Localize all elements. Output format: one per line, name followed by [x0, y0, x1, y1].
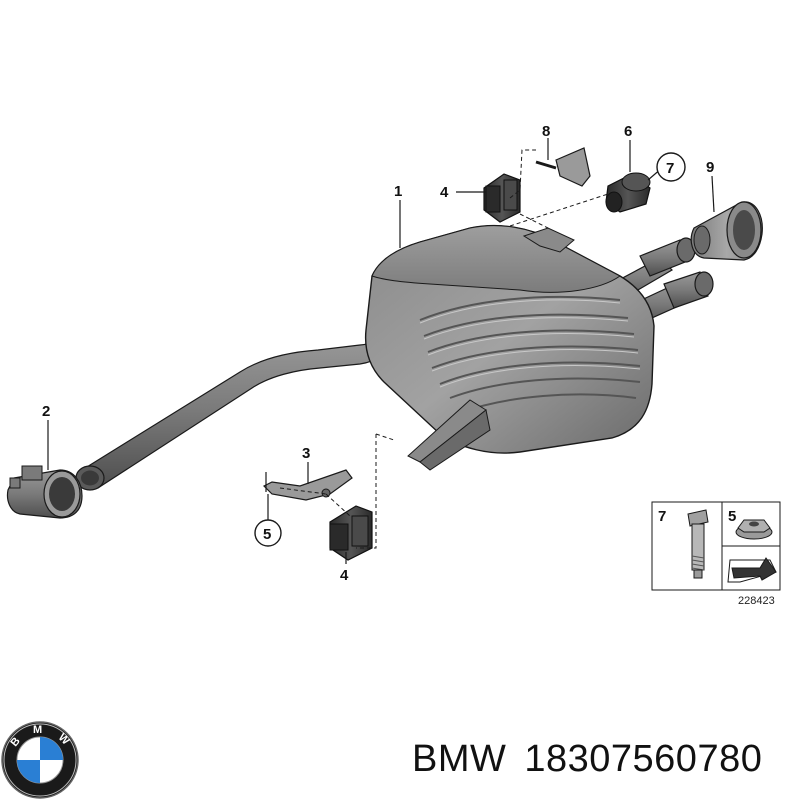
legend-box: 7 5 228423 [651, 501, 781, 607]
legend-label-5: 5 [728, 508, 736, 525]
muffler-tailpipes [599, 237, 714, 327]
callout-2: 2 [42, 403, 50, 420]
callout-4-lower: 4 [340, 567, 349, 584]
part-caption: BMW 18307560780 [412, 738, 780, 781]
bushing-part-6 [605, 172, 651, 213]
reference-arrow-icon [727, 557, 777, 583]
callout-1: 1 [394, 183, 402, 200]
bolt-icon [687, 509, 709, 579]
exhaust-tip-part-9 [690, 201, 763, 261]
callout-5-circle [254, 519, 282, 547]
callout-4-upper: 4 [440, 184, 449, 201]
callout-6: 6 [624, 123, 632, 140]
bracket-part-3 [262, 469, 353, 501]
flange-nut-icon [735, 519, 773, 540]
callout-8: 8 [542, 123, 550, 140]
reference-number: 228423 [738, 595, 775, 607]
bracket-part-8 [535, 147, 591, 187]
rear-muffler [364, 224, 714, 471]
callout-9: 9 [706, 159, 714, 176]
assembly-lines [279, 149, 609, 549]
part-number: 18307560780 [524, 738, 763, 780]
callout-5: 5 [263, 526, 271, 543]
rubber-mount-part-4-upper [483, 173, 521, 223]
bmw-logo: B M W [1, 721, 79, 799]
callout-3: 3 [302, 445, 310, 462]
callout-7: 7 [666, 160, 674, 177]
muffler-ribs [419, 295, 641, 413]
brand-name: BMW [412, 738, 507, 780]
clamp-part-2 [6, 465, 83, 519]
callout-numbers: 1 2 3 4 4 5 6 7 8 9 [42, 123, 714, 584]
bmw-logo-letter-m: M [33, 724, 42, 736]
rubber-mount-part-4-lower [329, 505, 373, 561]
legend-label-7: 7 [658, 508, 666, 525]
front-pipe [75, 333, 393, 491]
callout-7-circle [656, 152, 686, 182]
leader-lines [47, 138, 715, 564]
